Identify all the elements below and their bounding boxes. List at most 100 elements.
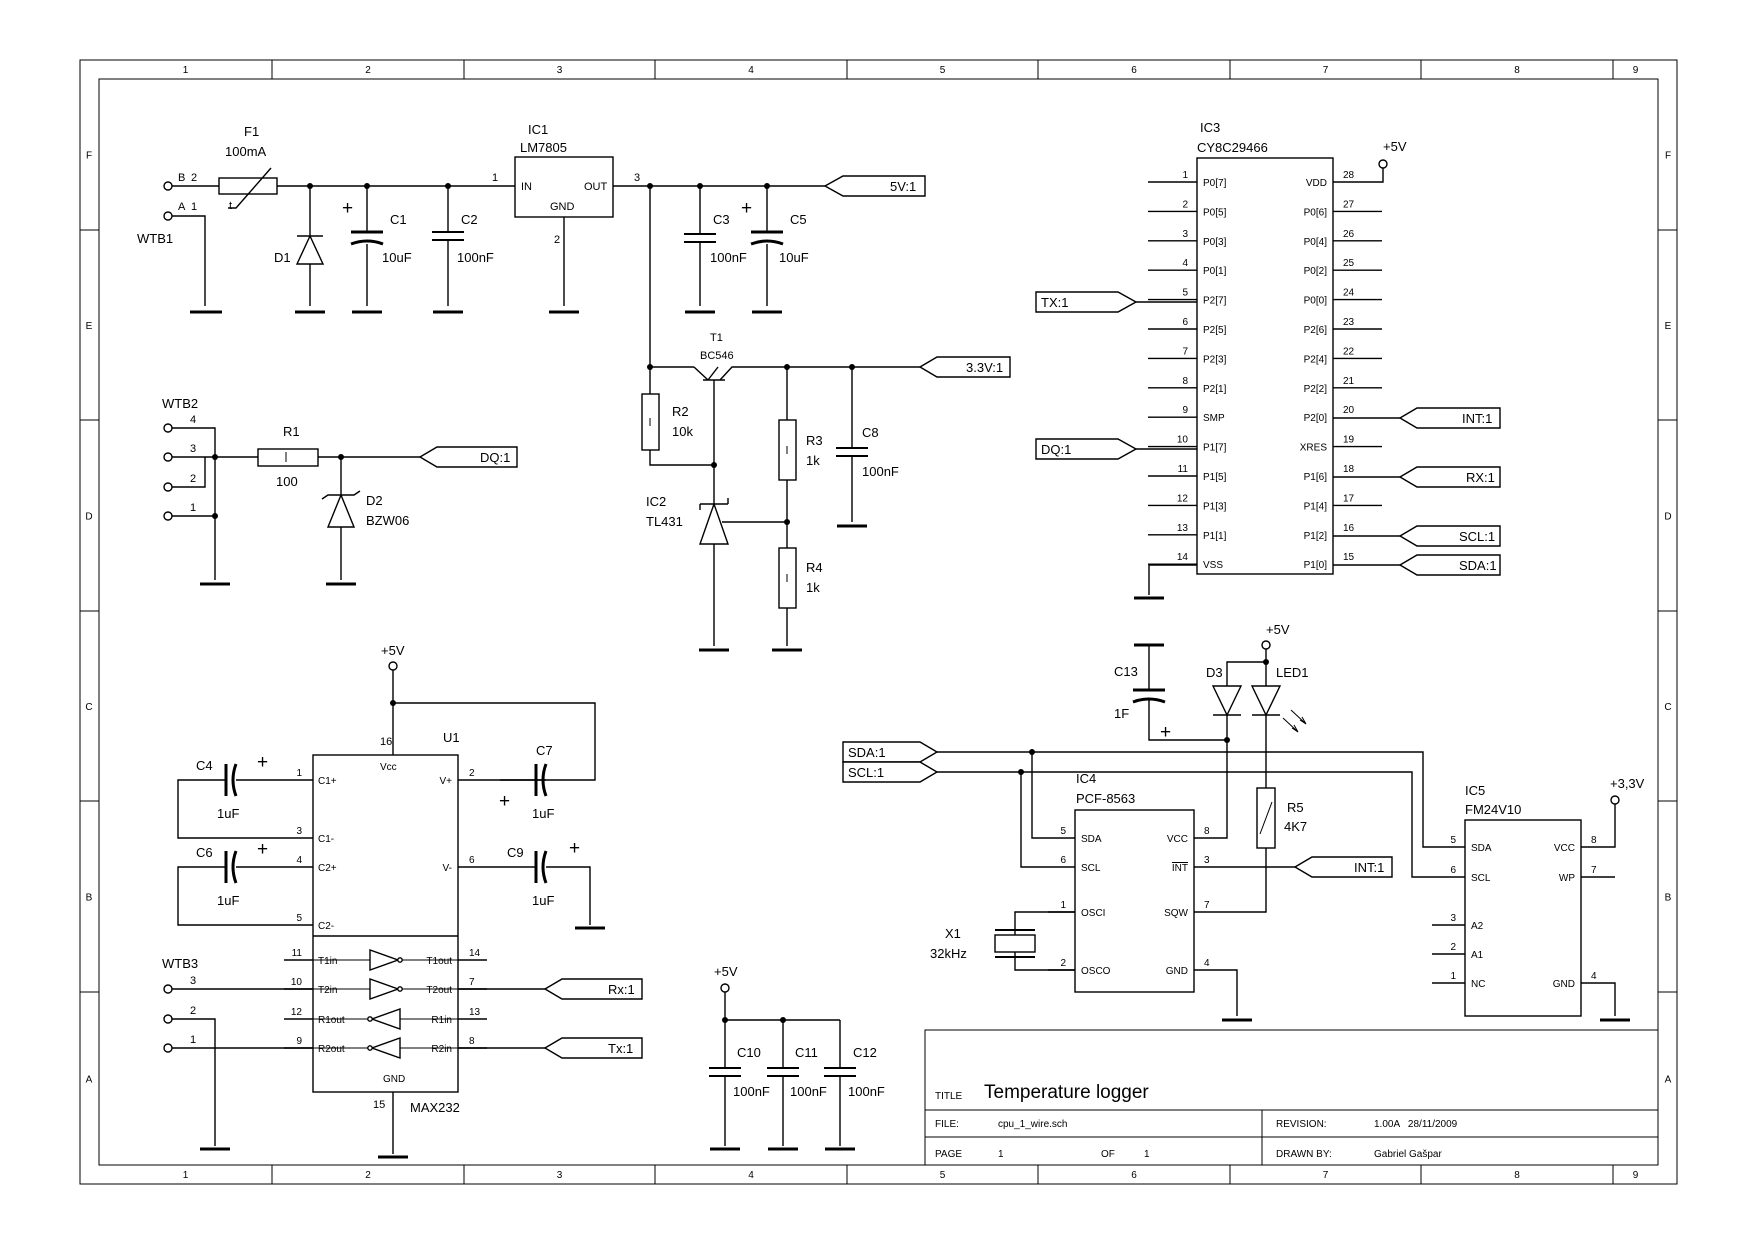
- t1-part: BC546: [700, 350, 734, 362]
- ic3-pin-1-number: 1: [1182, 170, 1188, 181]
- ic4-pin-5-number: 5: [1060, 826, 1066, 837]
- u1-driver-3-in-num: 9: [296, 1036, 302, 1047]
- ic3-pin-21-number: 21: [1343, 376, 1355, 387]
- r3-value: 1k: [806, 453, 820, 468]
- ic5-pin-8-number: 8: [1591, 835, 1597, 846]
- r5-ref: R5: [1287, 800, 1304, 815]
- u1-driver-2-in-name: R1out: [318, 1015, 345, 1026]
- net-label-sda-mcu: [1398, 554, 1501, 576]
- net-3v3-text: 3.3V:1: [966, 360, 1003, 375]
- c7-value: 1uF: [532, 806, 554, 821]
- u1-driver-1-out-name: T2out: [426, 985, 452, 996]
- net-label-3v3: [918, 356, 1011, 378]
- ic1-out-label: OUT: [584, 181, 608, 193]
- ic5-pin-3-name: A2: [1471, 921, 1484, 932]
- frame-column-top-3: 3: [557, 65, 563, 76]
- c1-ref: C1: [390, 212, 407, 227]
- c1-polarity: +: [342, 198, 353, 219]
- ic4-pin-8-name: VCC: [1167, 834, 1188, 845]
- ic4-pin-8-number: 8: [1204, 826, 1210, 837]
- u1-driver-0-out-num: 14: [469, 948, 481, 959]
- u1-driver-3-symbol: [369, 1037, 401, 1059]
- ic1-pin-out-num: 3: [634, 172, 640, 184]
- ic2-ref: IC2: [646, 494, 666, 509]
- c10-value: 100nF: [733, 1084, 770, 1099]
- net-label-tx-u1: [543, 1037, 643, 1059]
- u1-pin-5-number: 5: [296, 913, 302, 924]
- wtb1-terminal-a: [163, 211, 173, 221]
- ic3-pin-3-number: 3: [1182, 229, 1188, 240]
- ic3-pin-25-number: 25: [1343, 258, 1355, 269]
- wtb3-ref: WTB3: [162, 956, 198, 971]
- ic3-pin-12-number: 12: [1177, 493, 1189, 504]
- ic3-pin-18-number: 18: [1343, 464, 1355, 475]
- led1-ref: LED1: [1276, 665, 1309, 680]
- u1-supply: +5V: [381, 643, 405, 658]
- net-dq-mcu-text: DQ:1: [1041, 442, 1071, 457]
- ic3-pin-8-number: 8: [1182, 376, 1188, 387]
- ic3-pin-14-name: VSS: [1203, 560, 1223, 571]
- ic3-pin-9-number: 9: [1182, 405, 1188, 416]
- frame-row-left-E: E: [86, 321, 93, 332]
- u1-pin-2-number: 2: [469, 768, 475, 779]
- ic3-pin-18-name: P1[6]: [1304, 472, 1328, 483]
- frame-row-left-A: A: [86, 1075, 93, 1086]
- d1-ref: D1: [274, 250, 291, 265]
- r4-ref: R4: [806, 560, 823, 575]
- wtb3-pin-3: 3: [190, 975, 196, 987]
- c13-value: 1F: [1114, 706, 1129, 721]
- ic4-pin-4-name: GND: [1166, 966, 1188, 977]
- c11-ref: C11: [795, 1045, 818, 1060]
- wtb2-terminal-2: [163, 482, 173, 492]
- ic3-pin-7-name: P2[3]: [1203, 354, 1227, 365]
- frame-column-top-9: 9: [1633, 65, 1639, 76]
- u1-pin-6-number: 6: [469, 855, 475, 866]
- u1-driver-0-out-name: T1out: [426, 956, 452, 967]
- frame-column-bottom-9: 9: [1633, 1170, 1639, 1181]
- u1-pin-5-name: C2-: [318, 921, 334, 932]
- ic4-pin-2-number: 2: [1060, 958, 1066, 969]
- frame-column-top-6: 6: [1131, 65, 1137, 76]
- ic3-pin-28-number: 28: [1343, 170, 1355, 181]
- u1-driver-1-out-num: 7: [469, 977, 475, 988]
- ic3-pin-17-name: P1[4]: [1304, 501, 1328, 512]
- frame-column-top-4: 4: [748, 65, 754, 76]
- frame-column-bottom-6: 6: [1131, 1170, 1137, 1181]
- t1-transistor-symbol: [693, 366, 920, 381]
- ic1-part: LM7805: [520, 140, 567, 155]
- sensor-input-section: WTB2 4 3 2 1 R1 100 D2 BZW06 DQ:1: [162, 396, 518, 586]
- ic5-pin-1-number: 1: [1450, 971, 1456, 982]
- c10-ref: C10: [737, 1045, 761, 1060]
- u1-part: MAX232: [410, 1100, 460, 1115]
- wtb3-terminal-1: [163, 1043, 173, 1053]
- wtb2-terminal-3: [163, 452, 173, 462]
- net-5v-text: 5V:1: [890, 179, 916, 194]
- decoupling-section: +5V C10 100nF C11 100nF C12 100nF: [709, 964, 885, 1151]
- frame-column-top-8: 8: [1514, 65, 1520, 76]
- c13-polarity: +: [1160, 722, 1171, 743]
- net-label-scl-bus: [842, 761, 939, 783]
- u1-driver-1-in-num: 10: [291, 977, 303, 988]
- ic5-pin-7-name: WP: [1559, 873, 1575, 884]
- d3-ref: D3: [1206, 665, 1223, 680]
- net-label-int-rtc: [1293, 856, 1393, 878]
- wtb2-pin-2: 2: [190, 473, 196, 485]
- ic3-pin-group: 1P0[7]2P0[5]3P0[3]4P0[1]5P2[7]6P2[5]7P2[…: [1148, 170, 1382, 571]
- d2-part: BZW06: [366, 513, 409, 528]
- frame-column-top-1: 1: [183, 65, 189, 76]
- c5-value: 10uF: [779, 250, 809, 265]
- u1-max232-body: [312, 754, 459, 1093]
- net-rx-mcu-text: RX:1: [1466, 470, 1495, 485]
- ic3-pin-16-name: P1[2]: [1304, 531, 1328, 542]
- ic5-eeprom-body: [1464, 819, 1582, 1017]
- net-label-sda-bus: [842, 741, 939, 763]
- frame-row-left-F: F: [86, 151, 92, 162]
- file-name: cpu_1_wire.sch: [998, 1119, 1067, 1130]
- net-label-dq-mcu: [1035, 438, 1138, 460]
- frame-row-right-C: C: [1664, 702, 1671, 713]
- ic1-in-label: IN: [521, 181, 532, 193]
- u1-pin-4-number: 4: [296, 855, 302, 866]
- net-int-rtc-text: INT:1: [1354, 860, 1384, 875]
